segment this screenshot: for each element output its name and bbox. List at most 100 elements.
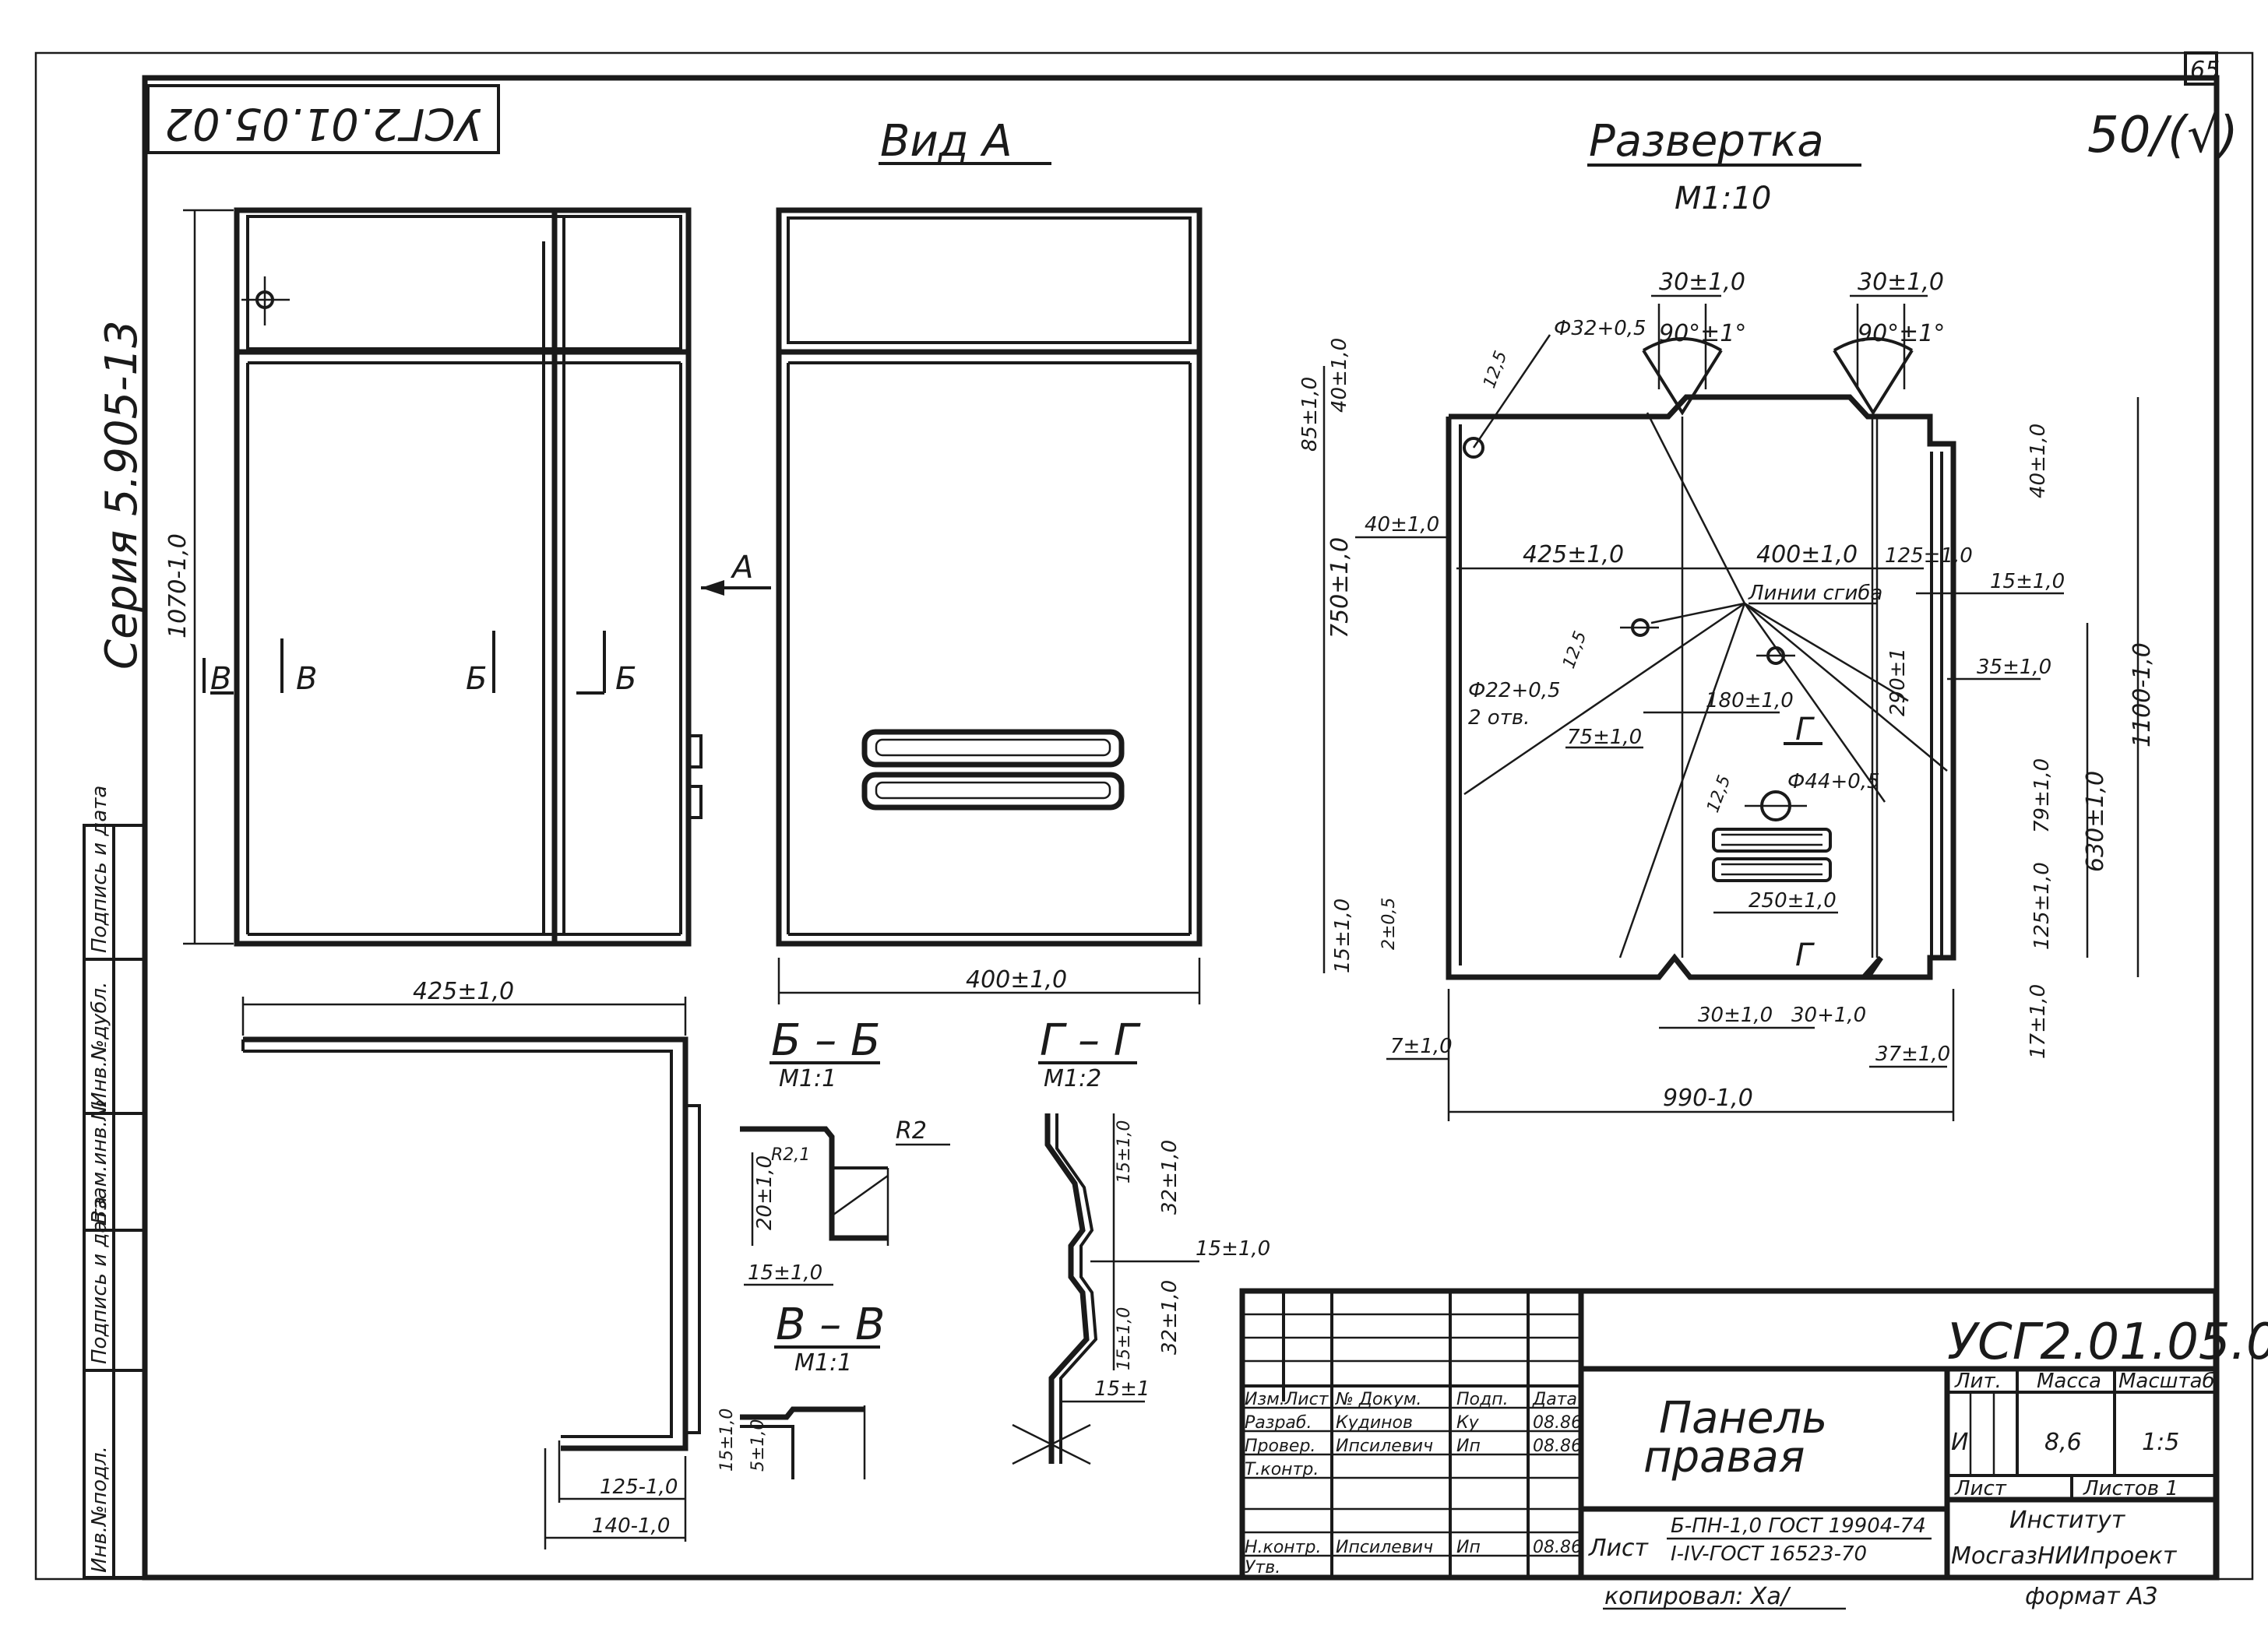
section-bb-h20: 20±1,0 [753, 1155, 777, 1230]
strip-cell-2: Подпись и дата [88, 1197, 111, 1364]
razvertka-title: Развертка [1589, 116, 1824, 167]
tb-mass-header: Масса [2037, 1370, 2101, 1393]
bottom-dim-125: 125-1,0 [600, 1475, 678, 1499]
dim-angle-left: 90°±1° [1659, 320, 1746, 347]
tb-role-2: Провер. [1245, 1437, 1315, 1456]
section-bb-title: Б – Б [771, 1015, 880, 1066]
tb-material-prefix: Лист [1588, 1535, 1650, 1562]
section-mark-v: В [296, 661, 317, 697]
tb-date-1: 08.86 [1533, 1413, 1582, 1433]
section-bb: Б – Б М1:1 R2 R2,1 20±1,0 15±1,0 [740, 1015, 950, 1286]
dim-left-40: 40±1,0 [1328, 338, 1351, 413]
section-vv: В – В М1:1 15±1,0 5±1,0 [717, 1300, 885, 1479]
title-block: Изм.Лист № Докум. Подп. Дата Разраб. Куд… [1239, 1288, 2268, 1581]
section-bb-r2: R2 [896, 1117, 927, 1145]
dim-right-35: 35±1,0 [1977, 656, 2051, 679]
strip-cell-3: Взам.инв.№ [88, 1099, 111, 1224]
tb-sign-4: Ип [1456, 1538, 1481, 1557]
dim-right-1100: 1100-1,0 [2129, 642, 2156, 747]
view-a: Вид А 400±1,0 [776, 116, 1203, 1004]
section-gg-d15a: 15±1,0 [1115, 1120, 1134, 1184]
tb-date-0: Дата [1532, 1390, 1577, 1409]
section-vv-title: В – В [776, 1300, 885, 1350]
tb-name-line2: правая [1643, 1432, 1805, 1483]
tb-sign-0: Подп. [1456, 1390, 1509, 1409]
dim-r25-b: 12,5 [1559, 628, 1590, 671]
dim-d290: 290±1 [1886, 648, 1910, 716]
dim-d250: 250±1,0 [1749, 889, 1837, 913]
tb-scale-header: Масштаб [2118, 1370, 2215, 1393]
tb-org-line1: Институт [2009, 1507, 2126, 1534]
section-gg: Г – Г М1:2 15±1,0 32±1,0 15±1,0 15±1,0 3… [1012, 1015, 1270, 1465]
tb-name-4: Ипсилевич [1336, 1538, 1433, 1557]
dim-right-17: 17±1,0 [2027, 984, 2050, 1059]
tb-name-line1: Панель [1659, 1393, 1827, 1444]
tb-scale-value: 1:5 [2142, 1429, 2179, 1456]
tb-doc-code: УСГ2.01.05.02 [1947, 1314, 2268, 1371]
dim-top-right-30: 30±1,0 [1858, 269, 1944, 296]
dim-r25-c: 12,5 [1703, 772, 1734, 815]
tb-lit-header: Лит. [1954, 1370, 2002, 1393]
series-label: Серия 5.905-13 [97, 320, 147, 670]
section-mark-b-right: Б [615, 661, 636, 697]
dim-hole-44: Ф44+0,5 [1787, 770, 1880, 793]
tb-material-line2: I-IV-ГОСТ 16523-70 [1671, 1542, 1867, 1566]
section-gg-d32b: 32±1,0 [1158, 1280, 1182, 1355]
mirrored-code: УСГ2.01.05.02 [164, 98, 481, 149]
tb-sign-1: Ку [1456, 1413, 1480, 1433]
bottom-width-dim: 425±1,0 [413, 978, 514, 1005]
tb-sheets-label: Листов 1 [2083, 1477, 2178, 1500]
main-height-dim: 1070-1,0 [164, 533, 192, 638]
mirrored-code-box [146, 84, 500, 154]
tb-role-3: Т.контр. [1245, 1460, 1319, 1479]
section-gg-title: Г – Г [1040, 1015, 1141, 1066]
dim-h400: 400±1,0 [1756, 541, 1858, 568]
bottom-dim-140: 140-1,0 [592, 1514, 670, 1538]
left-strip: Инв.№подл. Подпись и дата Взам.инв.№ Инв… [83, 786, 146, 1579]
section-g-upper: Г [1795, 712, 1815, 747]
view-a-title: Вид А [880, 116, 1012, 167]
dim-bot-30b: 30+1,0 [1791, 1004, 1866, 1027]
section-gg-d15b: 15±1,0 [1196, 1237, 1270, 1261]
dim-left-85: 85±1,0 [1298, 377, 1322, 452]
dim-right-125: 125±1,0 [2030, 862, 2054, 950]
section-bb-scale: М1:1 [779, 1065, 836, 1092]
main-view: 1070-1,0 В В Б Б А [164, 207, 771, 947]
dim-hole-32: Ф32+0,5 [1554, 317, 1646, 340]
dim-r25-a: 12,5 [1480, 348, 1511, 391]
section-gg-d15c: 15±1,0 [1115, 1307, 1134, 1370]
view-arrow-a: А [730, 550, 753, 586]
dim-h425: 425±1,0 [1523, 541, 1624, 568]
roughness-mark: 50/(√) [2087, 107, 2238, 164]
dim-width-990: 990-1,0 [1663, 1085, 1753, 1112]
section-gg-d15d: 15±1 [1094, 1377, 1150, 1401]
dim-top-left-30: 30±1,0 [1659, 269, 1745, 296]
section-g-lower: Г [1795, 937, 1815, 973]
section-mark-b: Б [466, 661, 487, 697]
tb-sheet-label: Лист [1954, 1477, 2007, 1500]
dim-bot-30a: 30±1,0 [1698, 1004, 1773, 1027]
tb-lit-value: И [1951, 1429, 1968, 1456]
tb-date-4: 08.86 [1533, 1538, 1582, 1557]
dim-left-7: 7±1,0 [1390, 1035, 1453, 1058]
tb-name-0: № Докум. [1335, 1390, 1421, 1409]
section-gg-scale: М1:2 [1044, 1065, 1101, 1092]
dim-d180: 180±1,0 [1706, 689, 1794, 712]
dim-right-40: 40±1,0 [2027, 424, 2050, 498]
dim-left-40b: 40±1,0 [1365, 513, 1439, 536]
tb-role-0: Изм.Лист [1245, 1390, 1329, 1409]
tb-role-1: Разраб. [1245, 1413, 1312, 1433]
strip-cell-4: Инв.№дубл. [88, 982, 111, 1107]
strip-cell-5: Подпись и дата [88, 786, 111, 953]
section-bb-r2b: R2,1 [771, 1145, 810, 1165]
razvertka-scale: М1:10 [1675, 181, 1771, 216]
dim-d75: 75±1,0 [1567, 726, 1642, 749]
dim-right-15: 15±1,0 [1990, 570, 2065, 593]
dim-left-2: 2±0,5 [1379, 898, 1399, 950]
dim-angle-right: 90°±1° [1858, 320, 1945, 347]
tb-mass-value: 8,6 [2044, 1429, 2082, 1456]
dim-two-holes: 2 отв. [1468, 706, 1530, 730]
tb-date-2: 08.86 [1533, 1437, 1582, 1456]
dim-right-37: 37±1,0 [1875, 1043, 1950, 1066]
